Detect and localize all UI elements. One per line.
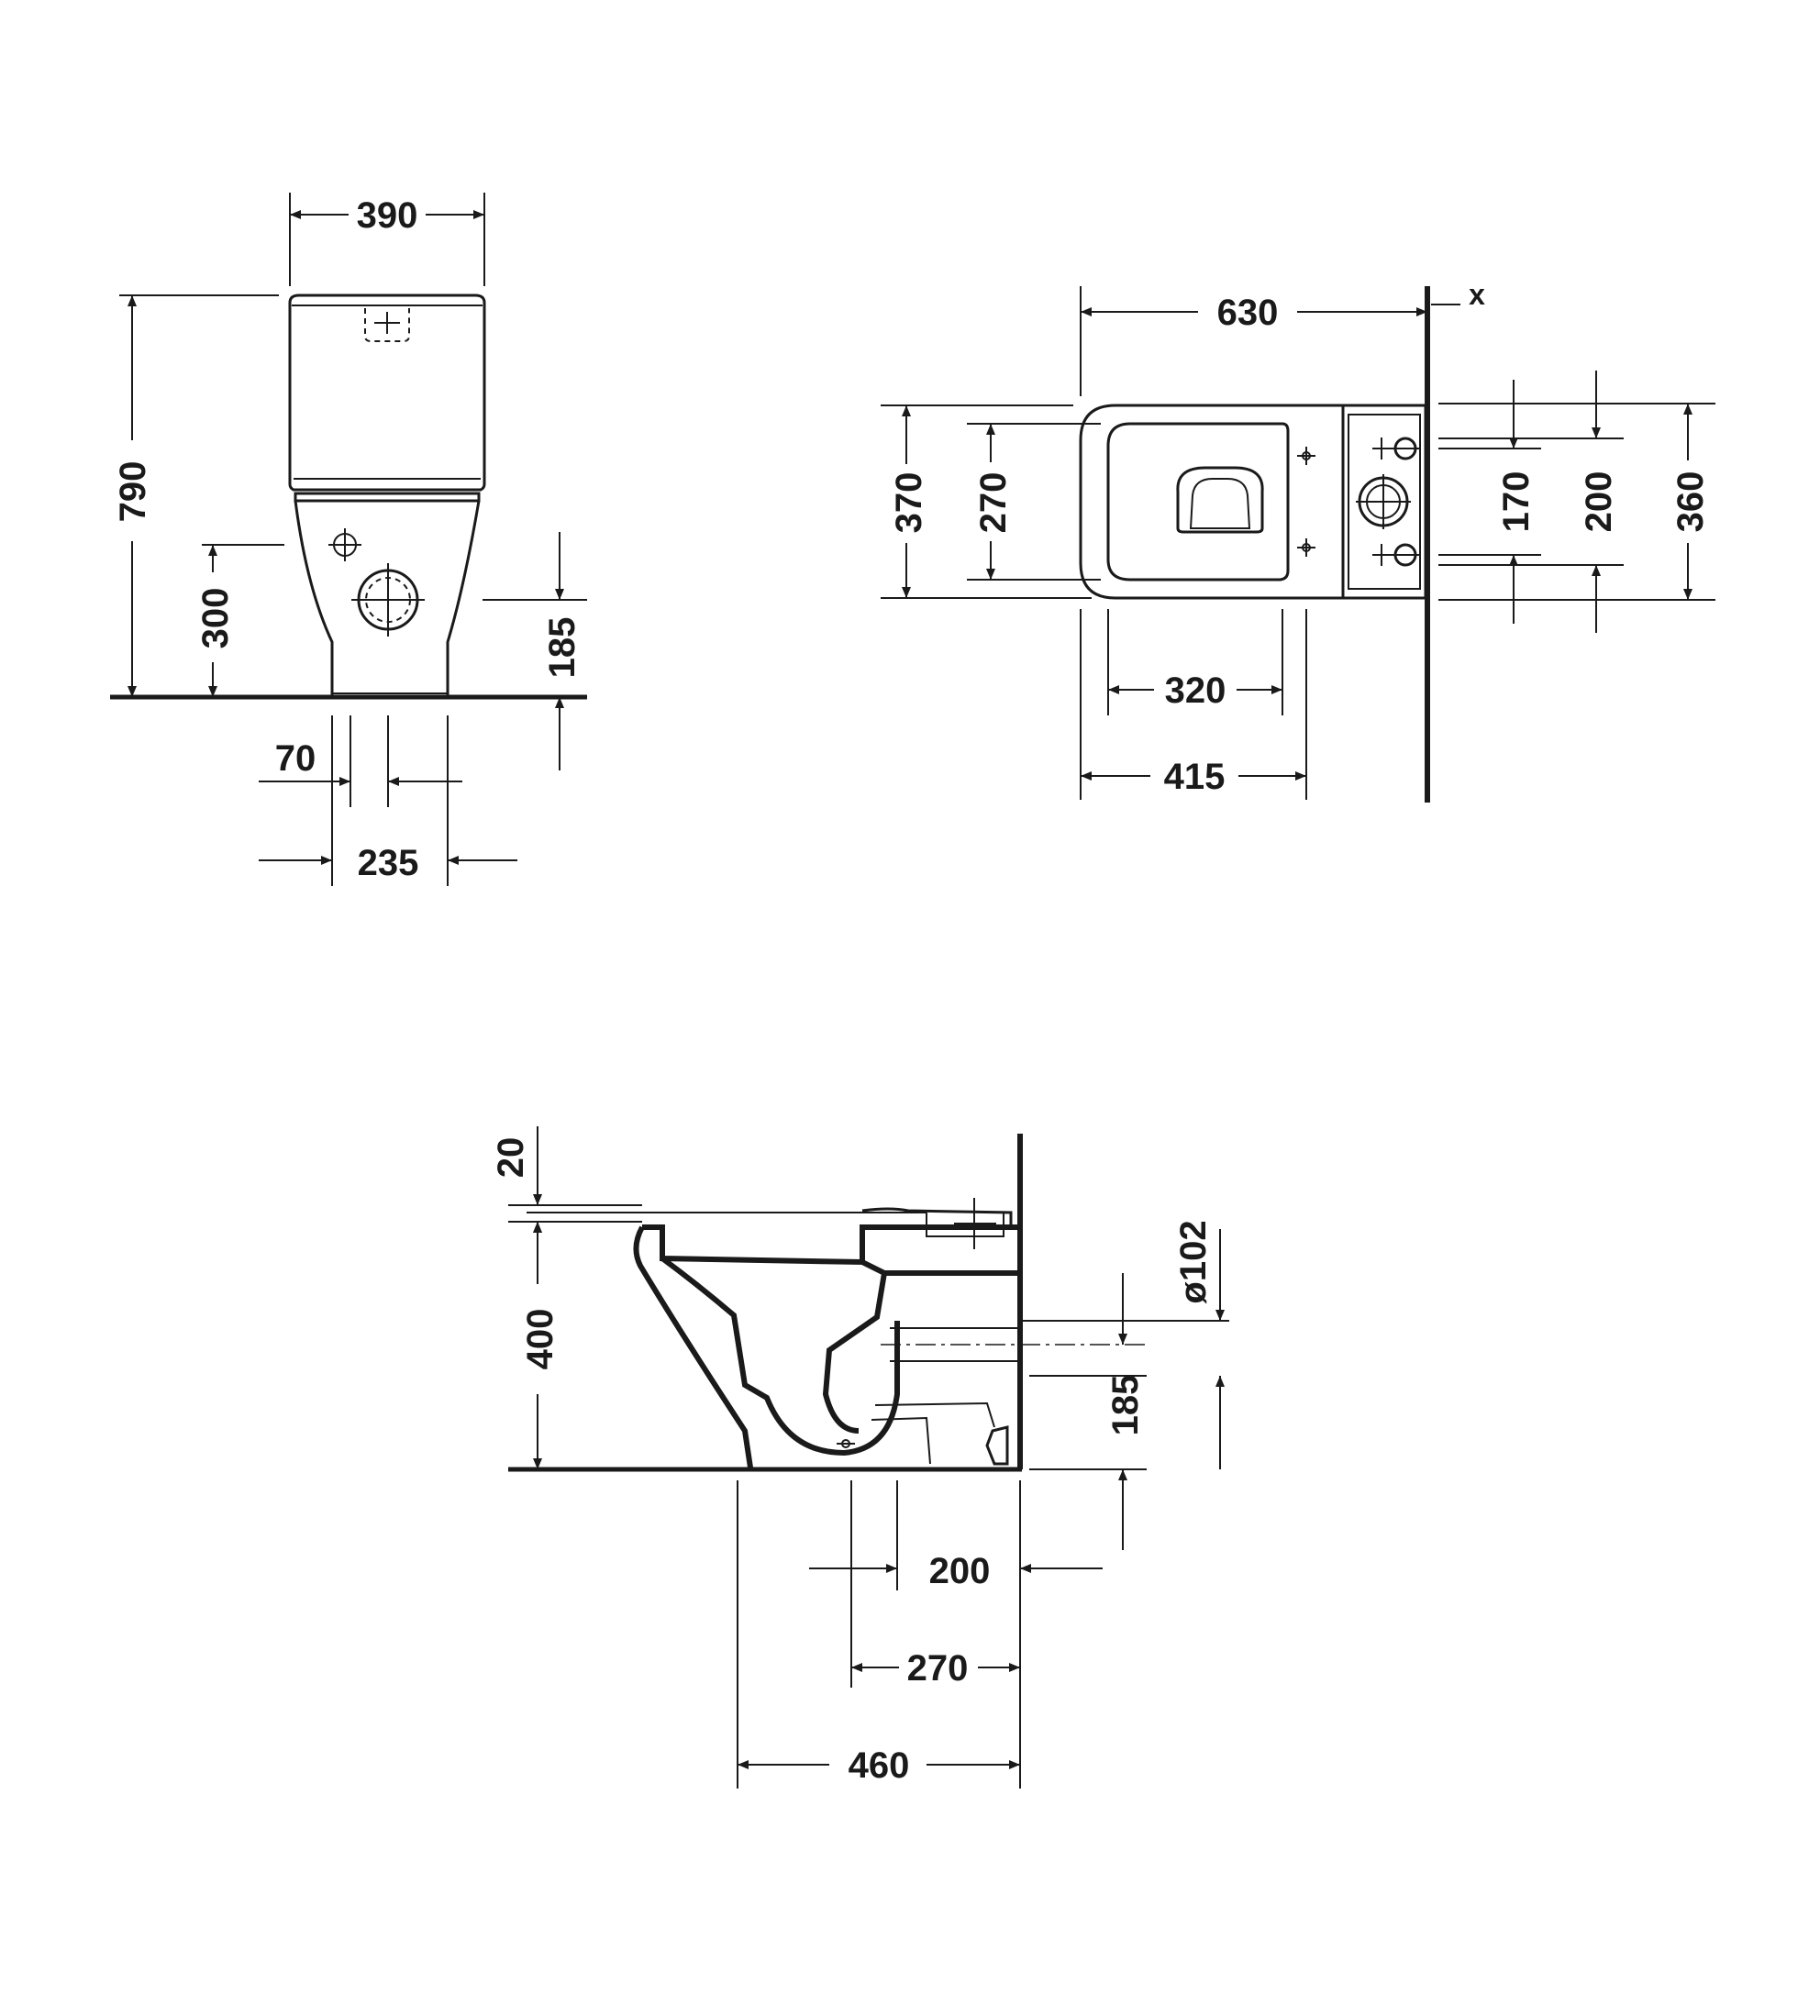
front-view: 390 790 300 185 70 [110,193,587,886]
dim-outlet-270: 270 [850,1480,1020,1689]
dim-270-top-label: 270 [973,472,1014,534]
dim-offset-70: 70 [259,715,462,807]
dim-170-label: 170 [1496,471,1537,533]
seat-bolt-lower-icon [1297,538,1315,557]
dim-rim-20: 20 [491,1126,642,1247]
dim-bolts-170: 170 [1438,380,1541,624]
dim-185-side-label: 185 [1105,1375,1146,1436]
dim-seat-415: 415 [1080,609,1307,800]
side-view: 20 400 ø102 185 200 [491,1126,1229,1789]
dim-102-label: ø102 [1173,1220,1214,1303]
dim-outlet-200: 200 [809,1480,1103,1591]
cistern [288,294,486,492]
dim-length-630: 630 [1080,286,1427,396]
top-view: 630 x 370 270 170 [881,278,1715,803]
flush-button-icon [364,308,410,342]
dim-width-390: 390 [289,193,485,286]
seat-bolt-upper-icon [1297,447,1315,465]
dim-outlet-185-side: 185 [1029,1273,1147,1550]
dim-320-label: 320 [1165,670,1226,711]
cistern-bolt-lower-icon [1372,543,1420,567]
dim-width-270: 270 [967,423,1101,581]
dim-seat-320: 320 [1107,609,1283,715]
bowl-front [294,492,481,695]
flush-valve-icon [926,1198,1004,1249]
dim-200-side-label: 200 [929,1551,991,1591]
cistern-outlet-icon [1356,474,1411,529]
dim-630-label: 630 [1217,293,1279,333]
dim-height-790: 790 [113,294,279,697]
dim-415-label: 415 [1164,757,1226,797]
dim-390-label: 390 [357,195,418,236]
dim-x-label: x [1469,278,1485,311]
dim-height-400: 400 [520,1222,560,1469]
dim-outlet-185: 185 [483,532,587,770]
dim-base-235: 235 [259,715,517,886]
outlet-circle-icon [351,563,425,637]
bowl-top [1079,404,1345,600]
inlet-marker-icon [328,528,361,561]
dim-depth-460: 460 [737,1480,1021,1789]
dim-depth-360: 360 [1438,403,1715,601]
dim-270-side-label: 270 [907,1648,969,1689]
bowl-side [527,1198,1147,1468]
dim-70-label: 70 [275,738,316,779]
dim-200-top-label: 200 [1579,471,1619,533]
dim-235-label: 235 [358,843,419,883]
cistern-bolt-upper-icon [1372,437,1420,460]
dim-400-label: 400 [520,1309,560,1370]
dim-300-label: 300 [195,588,236,649]
dim-790-label: 790 [113,461,153,523]
dim-370-label: 370 [889,472,929,534]
dim-185-label: 185 [542,617,583,679]
dim-inlet-300: 300 [195,544,284,697]
dim-20-label: 20 [491,1137,531,1179]
dim-460-label: 460 [849,1745,910,1786]
cistern-top [1341,404,1427,600]
dim-width-370: 370 [881,404,1092,599]
dim-pipe-102: ø102 [1020,1220,1229,1469]
dim-wall-x: x [1431,278,1485,311]
dim-360-label: 360 [1670,471,1711,533]
